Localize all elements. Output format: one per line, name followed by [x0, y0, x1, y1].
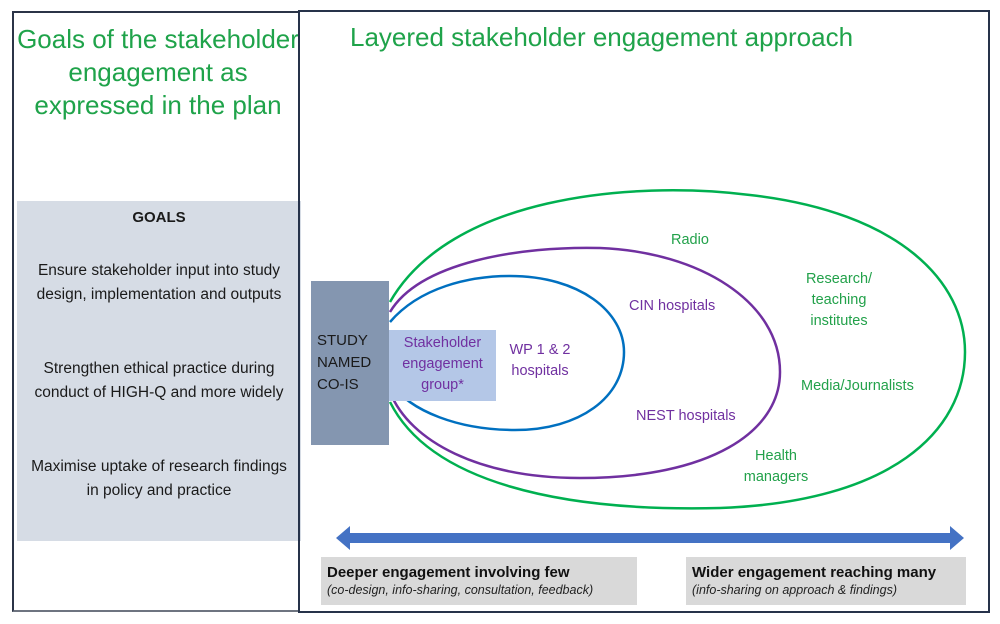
- stakeholder-group-label: Stakeholder engagement group*: [402, 335, 483, 393]
- caption-deeper-engagement: Deeper engagement involving few (co-desi…: [321, 557, 637, 605]
- layers-diagram: [336, 189, 967, 550]
- layer-label-wp-hospitals: WP 1 & 2 hospitals: [509, 342, 571, 379]
- middle-layer-ellipse: [388, 246, 782, 480]
- goals-heading: GOALS: [132, 209, 186, 226]
- goal-item: Strengthen ethical practice during condu…: [34, 360, 284, 401]
- study-named-cois-box: STUDY NAMED CO-IS: [311, 281, 389, 445]
- layer-label-media-journalists: Media/Journalists: [801, 378, 914, 394]
- caption-wider-engagement: Wider engagement reaching many (info-sha…: [686, 557, 966, 605]
- study-named-cois-label: STUDY NAMED CO-IS: [317, 332, 372, 393]
- approach-panel-title: Layered stakeholder engagement approach: [350, 22, 854, 52]
- layer-label-radio: Radio: [671, 232, 709, 248]
- inner-layer-ellipse: [388, 274, 626, 432]
- caption-wider-title: Wider engagement reaching many: [692, 564, 937, 581]
- goals-panel: Goals of the stakeholder engagement as e…: [12, 11, 301, 612]
- layer-label-cin-hospitals: CIN hospitals: [629, 298, 716, 314]
- goals-panel-title: Goals of the stakeholder engagement as e…: [17, 24, 299, 120]
- goal-item: Maximise uptake of research findings in …: [31, 458, 287, 499]
- caption-deeper-subtitle: (co-design, info-sharing, consultation, …: [327, 583, 594, 597]
- layer-label-health-managers: Health managers: [743, 448, 809, 485]
- layer-label-nest-hospitals: NEST hospitals: [636, 408, 736, 424]
- layer-label-research-institutes: Research/ teaching institutes: [805, 271, 873, 329]
- caption-deeper-title: Deeper engagement involving few: [327, 564, 570, 581]
- outer-layer-ellipse: [388, 189, 967, 510]
- engagement-spectrum-arrow: [336, 526, 964, 550]
- goal-item: Ensure stakeholder input into study desi…: [36, 262, 282, 303]
- caption-wider-subtitle: (info-sharing on approach & findings): [692, 583, 897, 597]
- goals-box: GOALS Ensure stakeholder input into stud…: [17, 201, 301, 541]
- approach-panel: Layered stakeholder engagement approach …: [298, 10, 990, 613]
- stakeholder-group-box: Stakeholder engagement group*: [389, 330, 496, 401]
